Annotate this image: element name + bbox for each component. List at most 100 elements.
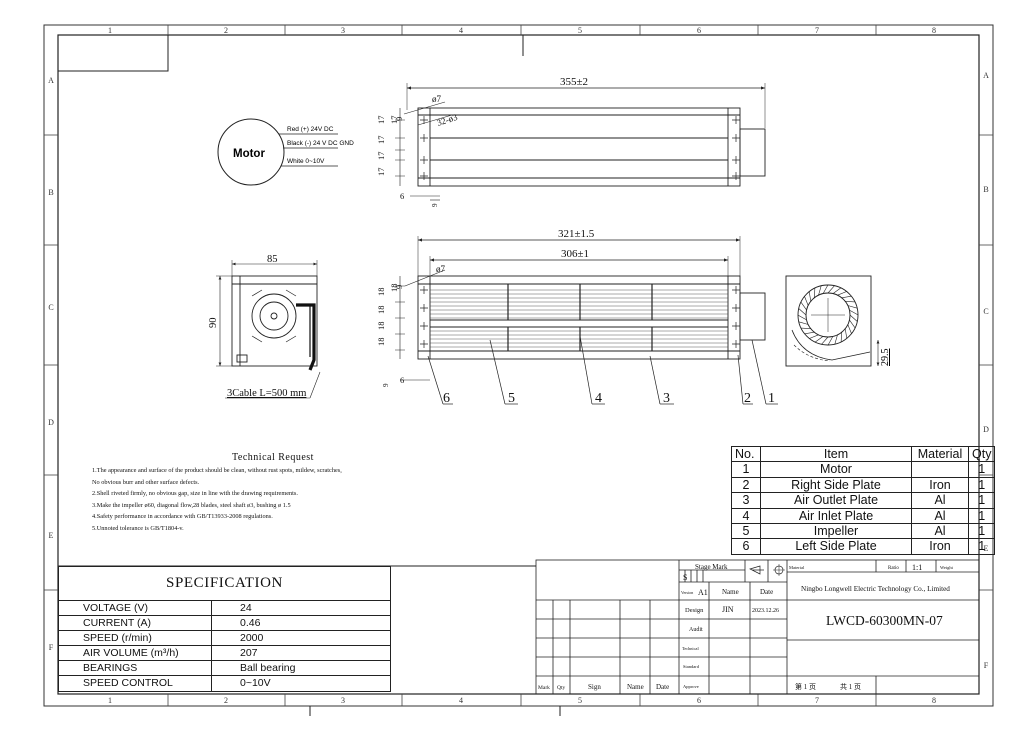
bom-cell: 1 [967,507,996,524]
dim-pitch: 18 [376,306,386,315]
dim-pitch: 18 [376,338,386,347]
dim-spacing: 9 [431,203,439,207]
footer-qty: Qty [557,685,566,691]
col-label: 8 [932,26,936,35]
col-label: 2 [224,696,228,705]
dim-spacing: 9 [394,117,404,121]
impeller-blade [827,336,834,346]
spec-label: CURRENT (A) [58,615,212,632]
spec-value: 24 [211,599,391,617]
tech-line: 1.The appearance and surface of the prod… [92,467,342,474]
dim-top-length: 355±2 [560,76,588,88]
ratio-label: Ratio [888,566,899,571]
col-label: 4 [459,696,463,705]
col-label: 6 [697,26,701,35]
bom-cell [911,461,969,478]
col-label: 5 [578,696,582,705]
table-row: CURRENT (A)0.46 [58,615,391,632]
impeller-blade [797,314,807,321]
row-label: B [983,185,988,194]
row-label: D [48,418,54,427]
footer-sign: Sign [588,683,601,691]
bom-cell: Air Inlet Plate [760,507,912,524]
ratio-value: 1:1 [912,563,922,572]
approve-label: Approve [683,684,699,689]
motor-label: Motor [233,148,265,160]
row-label: C [48,303,53,312]
bom-cell: 4 [731,507,761,524]
bom-cell: Al [911,522,969,540]
tech-line: 2.Shell riveted firmly, no obvious gap, … [92,490,298,498]
impeller-blade [827,285,835,294]
row-label: F [984,661,989,670]
standard-label: Standard [683,664,700,669]
wire-label: Black (-) 24 V DC GND [287,140,354,147]
spec-label: SPEED (r/min) [58,630,212,647]
table-row: VOLTAGE (V)24 [58,599,391,617]
audit-label: Audit [689,627,703,633]
impeller-blade [818,285,822,296]
dim-spacing: 9 [394,285,404,289]
impeller-blade [841,295,852,299]
bom-cell: Iron [911,538,969,555]
table-row: AIR VOLUME (m³/h)207 [58,645,391,662]
specification-title: SPECIFICATION [58,566,391,600]
bom-col-qty: Qty [967,445,996,463]
design-date: 2023.12.26 [752,608,779,614]
dim-right-height: 29.5 [880,349,891,367]
bom-cell: 2 [731,476,761,494]
impeller-blade [814,287,816,298]
bom-cell: 1 [967,476,996,494]
footer-name: Name [627,683,644,691]
impeller-blade [798,321,809,325]
specification-table: SPECIFICATION VOLTAGE (V)24 CURRENT (A)0… [58,566,391,692]
tech-line: No obvious burr and other surface defect… [92,478,200,486]
row-label: F [49,643,54,652]
balloon-3: 3 [663,391,670,406]
date-col: Date [760,588,773,596]
outer-frame [43,24,994,707]
inner-frame [57,34,980,695]
impeller-blade [849,314,858,322]
bom-cell: Impeller [760,522,912,540]
impeller-blade [832,287,842,294]
tech-line: 3.Make the impeller ø60, diagonal flow,2… [92,501,291,509]
col-label: 6 [697,696,701,705]
bom-cell: 1 [967,522,996,540]
spec-label: AIR VOLUME (m³/h) [58,645,212,662]
impeller-blade [834,334,838,345]
spec-label: SPEED CONTROL [58,675,212,692]
impeller-blade [809,334,819,339]
dim-pitch: 18 [376,322,386,331]
bom-cell: 1 [967,461,996,478]
spec-value: Ball bearing [211,660,391,677]
material-label: Material [789,565,805,570]
footer-mark: Mark [538,685,550,691]
spec-value: 207 [211,645,391,662]
part-number: LWCD-60300MN-07 [826,613,943,628]
design-label: Design [685,607,704,614]
dim-side-width: 85 [267,254,278,265]
impeller-blade [822,284,829,294]
impeller-view [785,275,880,367]
impeller-blade [849,309,859,316]
dim-front-dia: ø7 [436,264,446,274]
spec-label: VOLTAGE (V) [58,599,212,617]
impeller-blade [840,332,842,343]
dim-spacing: 6 [400,191,404,201]
bom-col-item: Item [760,445,912,463]
col-label: 5 [578,26,582,35]
bom-cell: 1 [967,538,996,555]
bom-cell: 3 [731,492,761,509]
bom-cell: Al [911,507,969,524]
cable-note: 3Cable L=500 mm [227,388,306,399]
row-label: C [983,307,988,316]
table-row: SPEED (r/min)2000 [58,630,391,647]
